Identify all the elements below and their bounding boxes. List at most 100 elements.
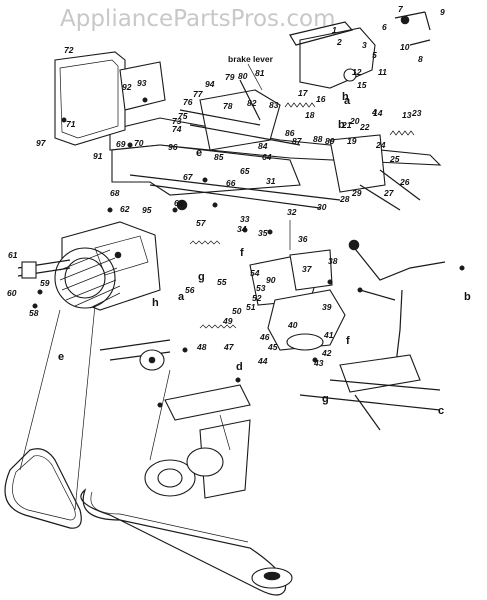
- part-number-label: 3: [362, 40, 367, 50]
- part-number-label: 33: [240, 214, 250, 224]
- leader-lines: [19, 220, 291, 511]
- part-number-label: 1: [332, 25, 337, 35]
- part-number-label: 49: [222, 316, 233, 326]
- part-number-label: 75: [178, 111, 188, 121]
- part-number-label: 26: [399, 177, 410, 187]
- spring-hub: [343, 68, 357, 82]
- part-number-label: 60: [7, 288, 17, 298]
- part-number-label: 78: [223, 101, 233, 111]
- drive-belt-right-inner: [90, 491, 249, 543]
- part-number-label: 88: [313, 134, 323, 144]
- part-number-labels: 1 2 3 4 5 6 7 8 9 10 11 12 13 14 15 16 1…: [7, 4, 445, 368]
- idler-plate: [267, 289, 346, 351]
- brake-handle-bracket: [299, 27, 376, 89]
- drive-belt-left-inner: [12, 455, 76, 521]
- connector-letter: a: [344, 95, 351, 107]
- part-number-label: 14: [373, 108, 383, 118]
- part-number-label: 86: [285, 128, 295, 138]
- mid-spring-upper: [189, 240, 221, 245]
- connector-letter: c: [438, 405, 444, 417]
- part-number-label: 64: [262, 152, 272, 162]
- part-number-label: 52: [252, 293, 262, 303]
- mid-spring-lower: [199, 324, 237, 329]
- clutch-drum: [186, 447, 224, 477]
- part-number-label: 97: [36, 138, 47, 148]
- part-number-label: 83: [269, 100, 279, 110]
- connector-letter: g: [198, 271, 205, 283]
- connector-letter: b: [338, 119, 345, 131]
- part-number-label: 71: [66, 119, 76, 129]
- lower-bracket: [164, 384, 251, 421]
- part-number-label: 55: [217, 277, 227, 287]
- linkage-rods: [179, 79, 301, 146]
- part-number-label: 41: [323, 330, 334, 340]
- part-number-label: 89: [325, 136, 335, 146]
- connector-letter: e: [196, 147, 202, 159]
- part-number-label: 96: [168, 142, 178, 152]
- part-number-label: 13: [402, 110, 412, 120]
- part-number-label: 46: [259, 332, 270, 342]
- drive-belt-left: [4, 448, 82, 529]
- part-number-label: 85: [214, 152, 224, 162]
- exploded-view-drawing: [4, 11, 465, 596]
- part-number-label: 93: [137, 78, 147, 88]
- brake-knob: [400, 15, 410, 25]
- part-number-label: 36: [298, 234, 308, 244]
- part-number-label: 24: [375, 140, 386, 150]
- part-number-label: 25: [389, 154, 400, 164]
- shaft-coupler: [21, 261, 37, 279]
- part-number-label: 22: [359, 122, 370, 132]
- part-number-label: 53: [256, 283, 266, 293]
- part-number-label: 6: [382, 22, 387, 32]
- dash-panel: [54, 51, 126, 146]
- rear-pulley-hub: [263, 571, 281, 581]
- idler-pulley-41: [286, 333, 324, 351]
- connector-letter: g: [322, 393, 329, 405]
- left-pulley-hub: [148, 356, 156, 364]
- part-number-label: 79: [225, 72, 235, 82]
- connector-letter: h: [342, 91, 349, 103]
- part-number-label: 40: [287, 320, 298, 330]
- part-number-label: 29: [351, 188, 362, 198]
- part-number-label: 38: [328, 256, 338, 266]
- part-number-label: 20: [349, 116, 360, 126]
- part-number-label: 18: [305, 110, 315, 120]
- connector-letter-labels: a a b b c d e e f f g g h h: [58, 91, 471, 417]
- part-number-label: 39: [322, 302, 332, 312]
- console-bracket: [119, 61, 166, 111]
- brake-handle-rod: [394, 11, 431, 46]
- brake-lever-callout: brake lever: [228, 54, 274, 64]
- part-number-label: 42: [321, 348, 332, 358]
- fasteners: [32, 97, 465, 408]
- upper-spring: [284, 102, 316, 108]
- part-number-label: 11: [378, 67, 387, 77]
- brake-lever-leader: [247, 63, 263, 91]
- part-number-label: 54: [250, 268, 260, 278]
- part-number-label: 74: [172, 124, 182, 134]
- part-number-label: 19: [347, 136, 357, 146]
- part-number-label: 27: [383, 188, 395, 198]
- part-number-label: 32: [287, 207, 297, 217]
- part-number-label: 84: [258, 141, 268, 151]
- part-number-label: 28: [339, 194, 350, 204]
- drive-belt-right: [80, 488, 287, 596]
- part-number-label: 12: [352, 67, 362, 77]
- part-number-label: 30: [317, 202, 327, 212]
- mounting-bracket-38: [289, 249, 333, 291]
- part-number-label: 2: [336, 37, 342, 47]
- part-number-label: 70: [134, 138, 144, 148]
- part-number-label: 56: [185, 285, 195, 295]
- part-number-label: 95: [142, 205, 152, 215]
- part-number-label: 10: [400, 42, 410, 52]
- part-number-label: 43: [313, 358, 324, 368]
- right-side-bracket: [329, 134, 386, 193]
- part-number-label: 58: [29, 308, 39, 318]
- connector-letter: f: [240, 247, 244, 259]
- part-number-label: 8: [418, 54, 423, 64]
- part-number-label: 62: [120, 204, 130, 214]
- part-number-label: 35: [258, 228, 268, 238]
- part-number-label: 5: [372, 50, 377, 60]
- part-number-label: 67: [183, 172, 194, 182]
- right-lower-arm: [339, 354, 421, 393]
